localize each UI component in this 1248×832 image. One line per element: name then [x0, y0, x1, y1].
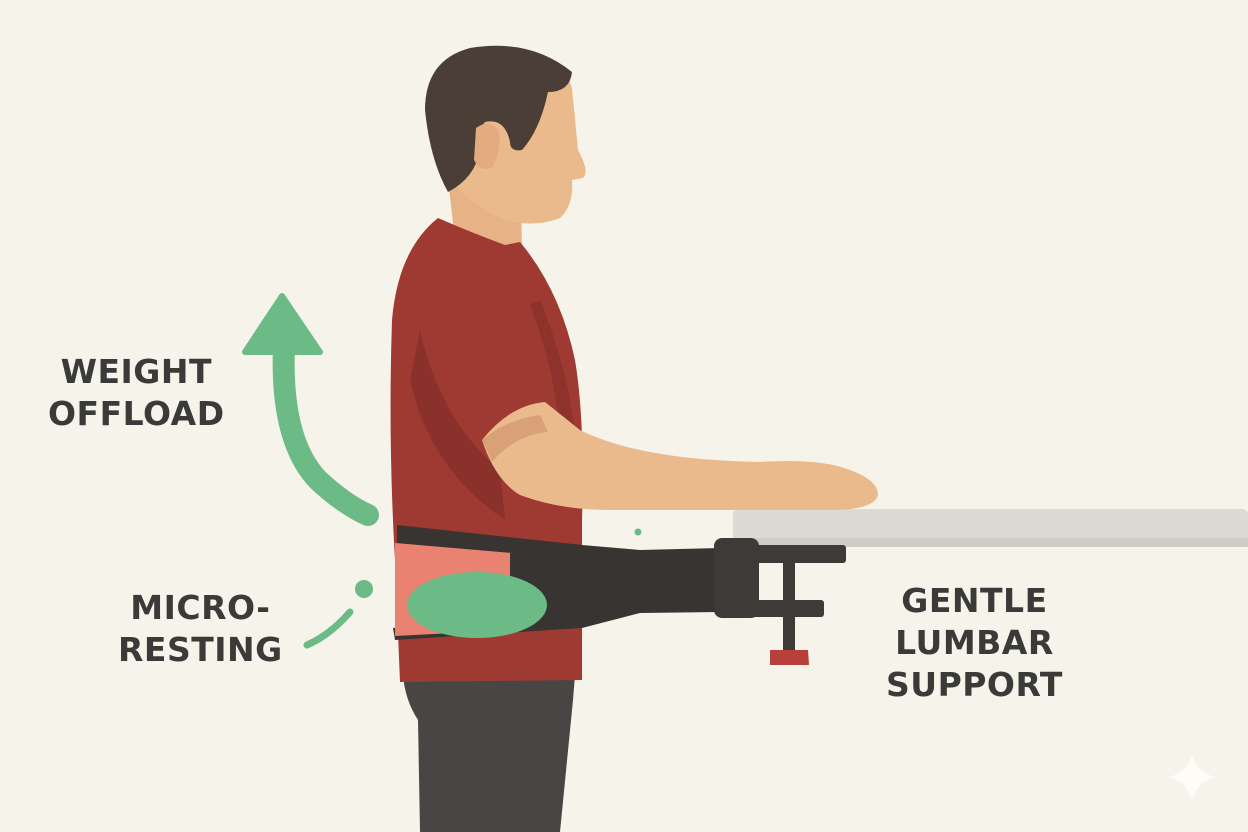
label-line: MICRO-: [130, 588, 271, 627]
indicator-dot: [634, 528, 642, 536]
pants: [403, 675, 575, 832]
label-micro-resting: MICRO- RESTING: [118, 587, 283, 671]
clamp-knob: [770, 650, 809, 665]
label-line: LUMBAR: [895, 623, 1054, 662]
head: [425, 45, 586, 224]
table-clamp: [714, 538, 846, 665]
sparkle-icon: [1169, 753, 1215, 800]
belt-pad-green: [407, 572, 547, 638]
label-line: SUPPORT: [886, 665, 1063, 704]
lumbar-belt: [393, 525, 720, 640]
arm: [482, 402, 878, 510]
label-weight-offload: WEIGHT OFFLOAD: [48, 351, 225, 435]
ear: [474, 123, 500, 169]
label-line: GENTLE: [901, 581, 1048, 620]
hair: [425, 45, 572, 193]
table: [733, 509, 1248, 547]
weight-offload-arrow-icon: [242, 293, 379, 526]
micro-resting-icon: [303, 580, 373, 649]
label-line: WEIGHT: [60, 352, 213, 391]
label-line: OFFLOAD: [48, 394, 225, 433]
label-line: RESTING: [118, 630, 283, 669]
shirt-shadow: [410, 330, 505, 520]
label-gentle-lumbar-support: GENTLE LUMBAR SUPPORT: [886, 580, 1063, 706]
